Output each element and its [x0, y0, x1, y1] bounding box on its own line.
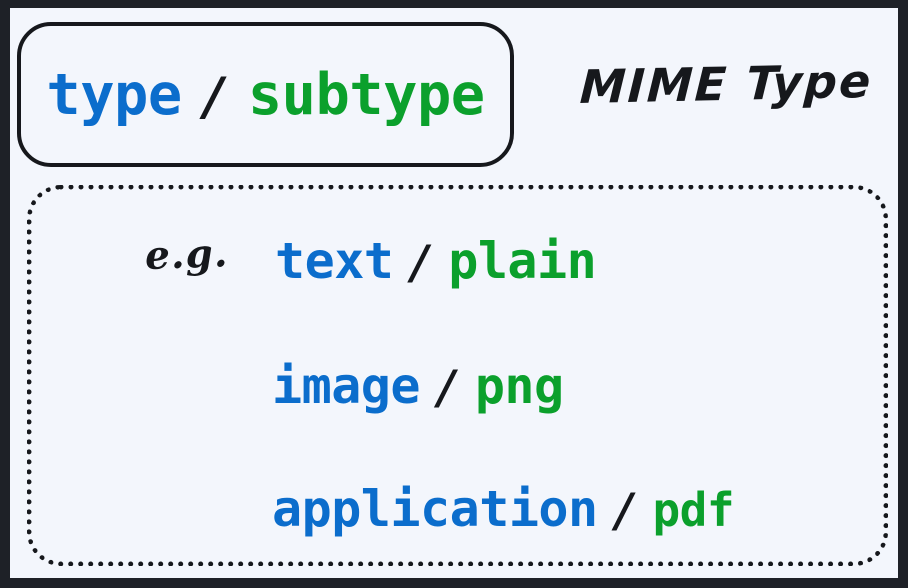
example-type-token: application [272, 480, 598, 538]
example-slash-separator: / [433, 360, 462, 414]
example-row: image / png [272, 357, 564, 415]
example-slash-separator: / [407, 235, 435, 289]
diagram-canvas: type / subtype MIME Type e.g. text / pla… [10, 8, 898, 578]
example-slash-separator: / [611, 483, 639, 537]
example-type-token: text [275, 232, 394, 290]
mime-syntax-row: type / subtype [46, 61, 485, 128]
mime-examples-box: e.g. text / plain image / png applicatio… [27, 185, 888, 566]
syntax-type-token: type [46, 61, 182, 128]
example-type-token: image [272, 357, 421, 415]
syntax-slash-separator: / [199, 66, 231, 127]
example-subtype-token: pdf [652, 483, 735, 537]
mime-syntax-box: type / subtype [17, 22, 514, 167]
example-row: application / pdf [272, 480, 735, 538]
eg-marker-label: e.g. [144, 230, 230, 279]
example-row: text / plain [275, 232, 597, 290]
mime-examples-list: e.g. text / plain image / png applicatio… [32, 190, 883, 561]
syntax-subtype-token: subtype [247, 61, 485, 128]
example-subtype-token: png [474, 357, 564, 415]
mime-type-label: MIME Type [578, 53, 874, 114]
example-subtype-token: plain [448, 232, 597, 290]
